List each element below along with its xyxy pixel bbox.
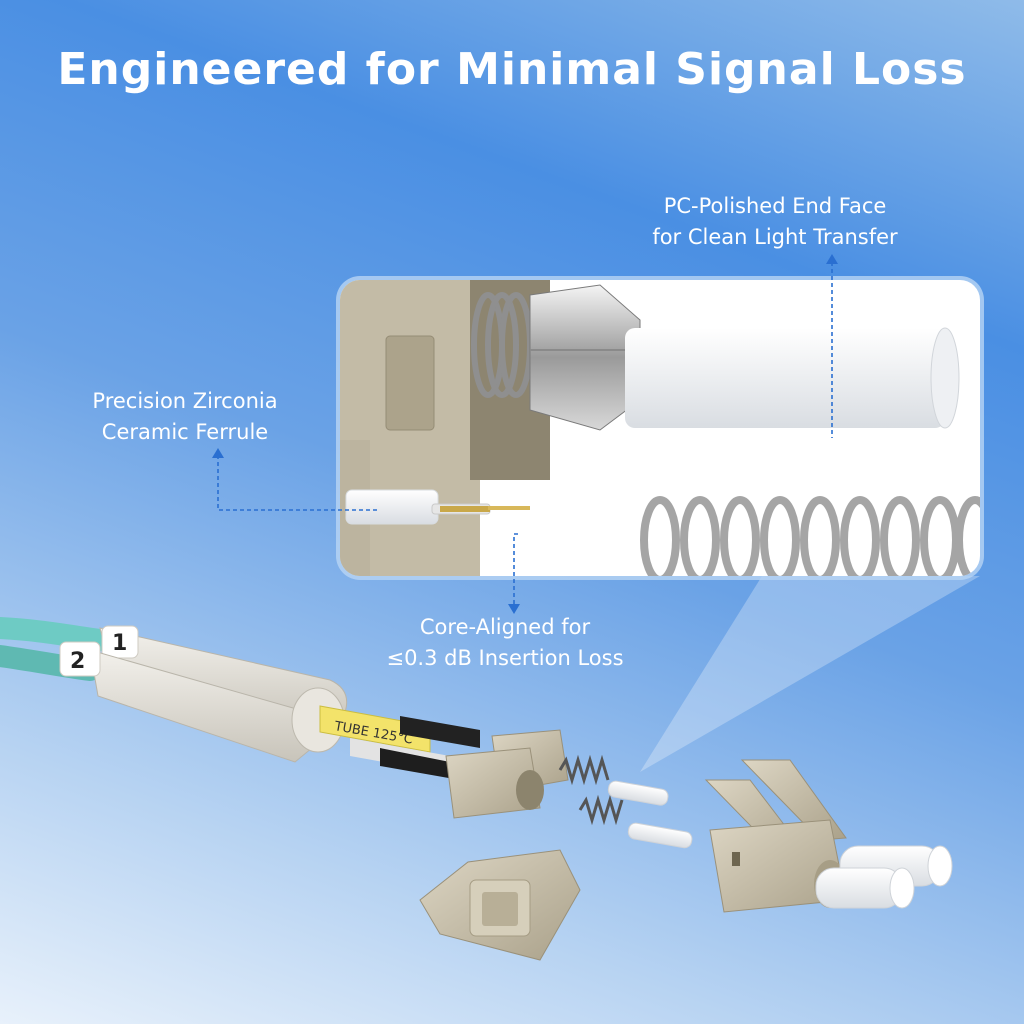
arrow-up-icon bbox=[826, 254, 838, 264]
zoom-inset bbox=[336, 276, 984, 580]
callout-core: Core-Aligned for ≤0.3 dB Insertion Loss bbox=[345, 612, 665, 674]
callout-core-line1: Core-Aligned for bbox=[419, 615, 591, 639]
boot-1-label: 1 bbox=[112, 631, 127, 656]
callout-ferrule-line2: Ceramic Ferrule bbox=[101, 420, 269, 444]
boot-1: 1 bbox=[99, 625, 348, 731]
callout-lines bbox=[217, 262, 833, 606]
fiber-jacket: TUBE 125°C bbox=[319, 705, 480, 780]
arrow-down-icon bbox=[508, 604, 520, 614]
boot-2: 2 bbox=[59, 641, 345, 763]
callout-end-face-line2: for Clean Light Transfer bbox=[652, 225, 898, 249]
arrow-up-icon bbox=[212, 448, 224, 458]
boot-2-label: 2 bbox=[70, 649, 85, 674]
duplex-clip bbox=[419, 849, 581, 961]
callout-end-face-line1: PC-Polished End Face bbox=[663, 194, 887, 218]
zoom-beam bbox=[640, 576, 980, 772]
ferrules bbox=[607, 780, 693, 849]
callout-ferrule: Precision Zirconia Ceramic Ferrule bbox=[60, 386, 310, 448]
callout-end-face: PC-Polished End Face for Clean Light Tra… bbox=[620, 191, 930, 253]
lc-connector-left bbox=[445, 729, 569, 819]
lc-latch-connector bbox=[704, 759, 953, 913]
springs bbox=[558, 754, 624, 826]
callout-ferrule-line1: Precision Zirconia bbox=[92, 389, 278, 413]
page-title: Engineered for Minimal Signal Loss bbox=[57, 44, 967, 95]
callout-core-line2: ≤0.3 dB Insertion Loss bbox=[386, 646, 624, 670]
